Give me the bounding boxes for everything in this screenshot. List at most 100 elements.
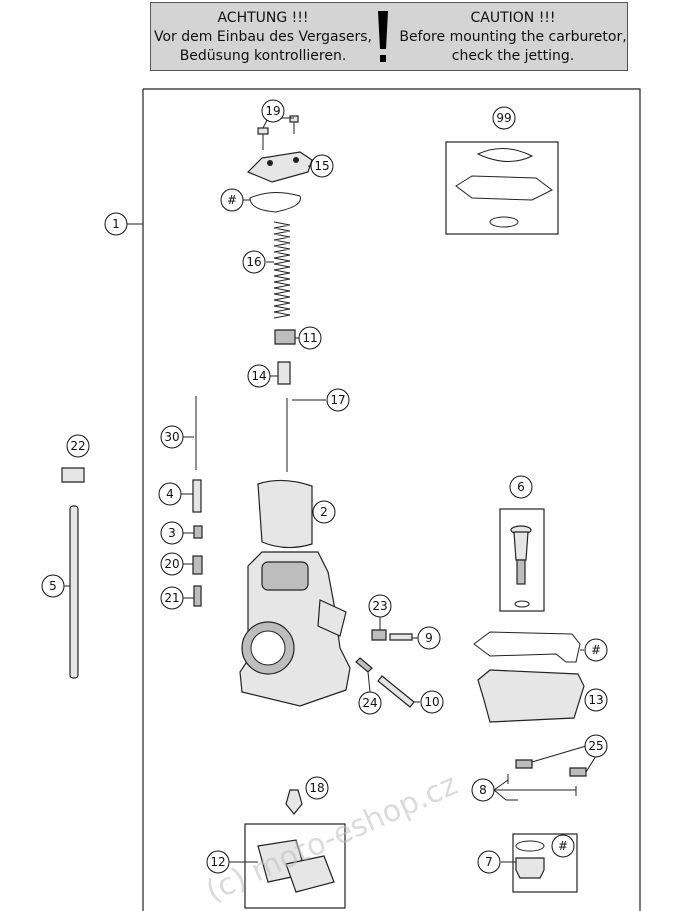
svg-text:4: 4	[166, 487, 174, 501]
callout-30: 30	[160, 425, 184, 449]
jet-part	[193, 525, 203, 539]
notice-german: ACHTUNG !!! Vor dem Einbau des Vergasers…	[153, 9, 373, 66]
throttle-slide-part	[257, 479, 313, 549]
clip-holder-part	[277, 361, 291, 385]
svg-text:22: 22	[70, 439, 85, 453]
clamp-part	[569, 767, 587, 777]
svg-text:5: 5	[49, 579, 57, 593]
pilot-jet-part	[192, 555, 203, 575]
callout-2: 2	[312, 500, 336, 524]
drain-plug-part	[515, 857, 545, 879]
svg-text:99: 99	[496, 111, 511, 125]
watermark: (c) moto-eshop.cz	[201, 767, 463, 909]
drain-plug-oring-part	[515, 840, 545, 852]
assembly-frame	[142, 88, 641, 911]
svg-text:17: 17	[330, 393, 345, 407]
svg-text:#: #	[591, 643, 601, 657]
callout-23: 23	[368, 594, 392, 618]
callout-hash-bowl-gasket: #	[584, 638, 608, 662]
hose-clip-part	[61, 467, 85, 483]
svg-text:6: 6	[517, 480, 525, 494]
callout-5: 5	[41, 574, 65, 598]
carburetor-cover-part	[246, 151, 313, 183]
notice-german-line1: Vor dem Einbau des Vergasers,	[154, 29, 372, 45]
float-bowl-gasket-part	[473, 631, 581, 663]
caution-notice: ACHTUNG !!! Vor dem Einbau des Vergasers…	[150, 2, 628, 71]
svg-text:9: 9	[425, 631, 433, 645]
cover-gasket-part	[249, 192, 301, 213]
callout-1: 1	[104, 212, 128, 236]
svg-text:11: 11	[302, 331, 317, 345]
callout-22: 22	[66, 434, 90, 458]
float-needle-part	[285, 789, 303, 815]
callout-15: 15	[310, 154, 334, 178]
float-needle-valve-part	[510, 525, 532, 608]
callout-21: 21	[160, 586, 184, 610]
needle-holder-part	[274, 329, 296, 345]
cover-hole	[293, 157, 299, 163]
notice-english-line1: Before mounting the carburetor,	[399, 29, 627, 45]
callout-hash-drain: #	[551, 834, 575, 858]
callout-8: 8	[471, 778, 495, 802]
leader-25a	[531, 745, 587, 763]
callout-18: 18	[305, 776, 329, 800]
svg-text:21: 21	[164, 591, 179, 605]
vent-hose-part	[69, 505, 79, 679]
exclamation-icon	[378, 11, 388, 62]
svg-text:20: 20	[164, 557, 179, 571]
leader-19	[262, 119, 268, 129]
slide-pin-part	[192, 479, 202, 513]
callout-25: 25	[584, 734, 608, 758]
float-bowl-part	[477, 669, 585, 723]
leader-8c	[493, 789, 507, 801]
notice-german-title: ACHTUNG !!!	[217, 10, 309, 26]
carburetor-body-part	[239, 551, 351, 707]
callout-17: 17	[326, 388, 350, 412]
leader-25b	[585, 755, 597, 773]
notice-english-line2: check the jetting.	[451, 48, 575, 64]
callout-13: 13	[584, 688, 608, 712]
adjust-screw-part	[355, 657, 373, 673]
leader-8a	[493, 779, 509, 791]
callout-24: 24	[358, 691, 382, 715]
slide-spring-part	[273, 221, 291, 319]
air-screw-part	[389, 633, 413, 641]
svg-text:25: 25	[588, 739, 603, 753]
callout-9: 9	[417, 626, 441, 650]
notice-english: CAUTION !!! Before mounting the carburet…	[397, 9, 629, 66]
svg-text:10: 10	[424, 695, 439, 709]
svg-text:7: 7	[485, 855, 493, 869]
callout-10: 10	[420, 690, 444, 714]
callout-16: 16	[242, 250, 266, 274]
throttle-stop-screw-part	[377, 675, 415, 708]
leader-24	[367, 671, 371, 693]
gasket-kit-part	[455, 175, 553, 201]
svg-text:15: 15	[314, 159, 329, 173]
callout-20: 20	[160, 552, 184, 576]
callout-12: 12	[206, 850, 230, 874]
clamp-part	[515, 759, 533, 769]
svg-text:2: 2	[320, 505, 328, 519]
svg-text:23: 23	[372, 599, 387, 613]
callout-6: 6	[509, 475, 533, 499]
float-kit-box	[244, 823, 346, 909]
gasket-kit-box	[445, 141, 559, 235]
svg-text:1: 1	[112, 217, 120, 231]
callout-7: 7	[477, 850, 501, 874]
svg-text:24: 24	[362, 696, 377, 710]
svg-text:18: 18	[309, 781, 324, 795]
float-part	[285, 855, 335, 893]
svg-text:13: 13	[588, 693, 603, 707]
notice-english-title: CAUTION !!!	[470, 10, 556, 26]
screws-part	[257, 115, 299, 150]
svg-text:19: 19	[265, 104, 280, 118]
starter-jet-part	[193, 585, 202, 607]
callout-19: 19	[261, 99, 285, 123]
svg-text:30: 30	[164, 430, 179, 444]
svg-text:8: 8	[479, 783, 487, 797]
callout-hash-gasket: #	[220, 188, 244, 212]
idle-screw-part	[371, 629, 387, 641]
cover-hole	[267, 160, 273, 166]
callout-14: 14	[247, 364, 271, 388]
